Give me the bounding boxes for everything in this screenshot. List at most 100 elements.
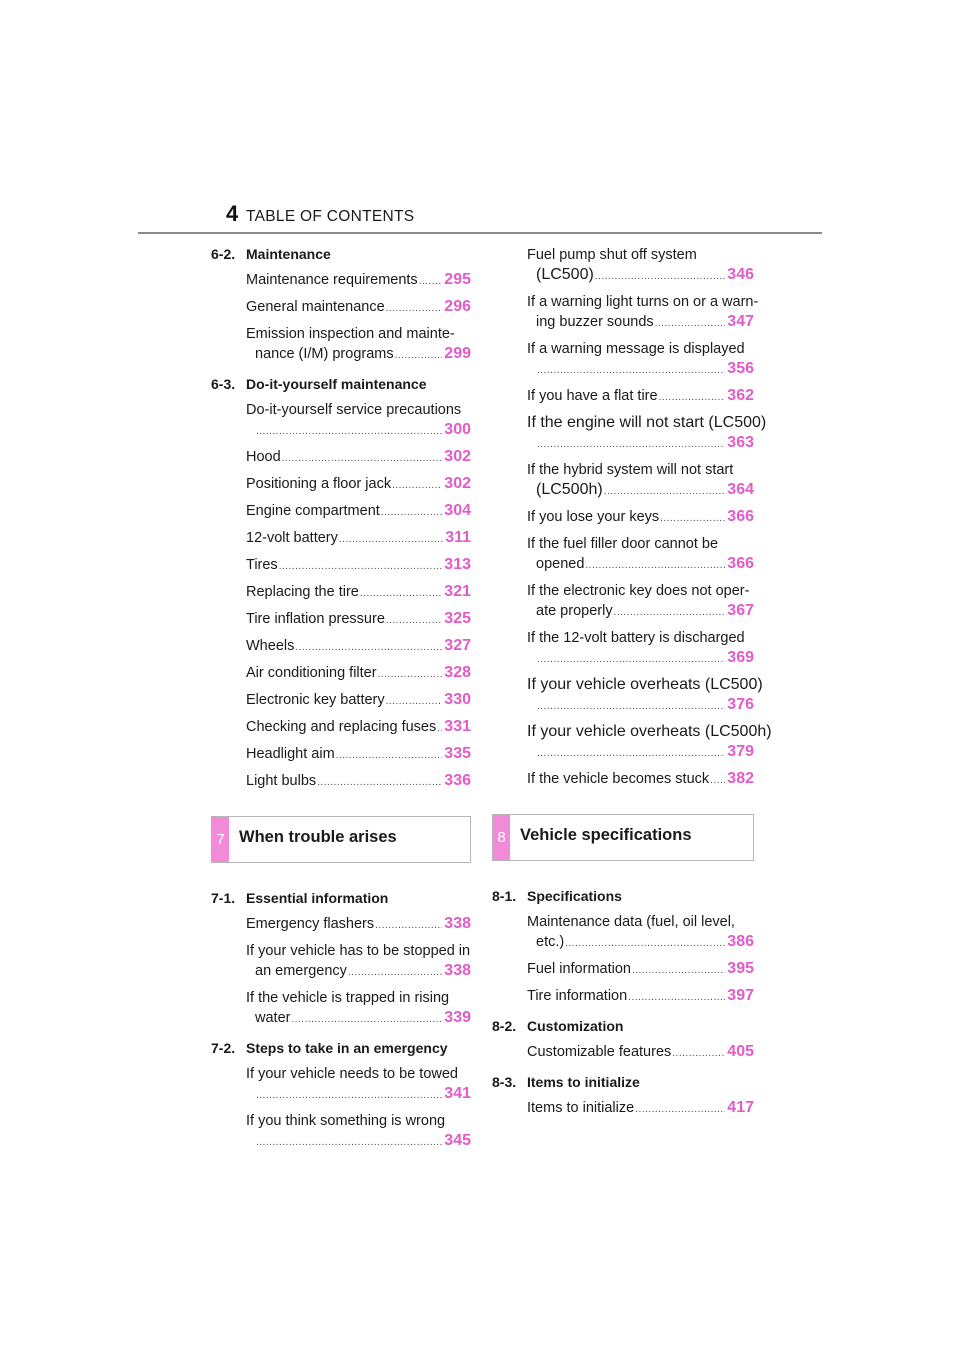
entry-page[interactable]: 367 (727, 602, 754, 619)
entry-title: If the electronic key does not oper- (527, 583, 750, 599)
entry-title: If you think something is wrong (246, 1113, 446, 1129)
toc-entry[interactable]: Checking and replacing fuses331 (246, 715, 471, 742)
entry-title: General maintenance (246, 299, 385, 315)
entry-page[interactable]: 417 (727, 1099, 754, 1116)
entry-page[interactable]: 397 (727, 987, 754, 1004)
entry-title-cont: nance (I/M) programs (255, 346, 394, 362)
toc-entry[interactable]: If a warning message is displayed 356 (527, 337, 754, 384)
entry-page[interactable]: 347 (727, 313, 754, 330)
toc-entry[interactable]: If you think something is wrong 345 (246, 1109, 471, 1156)
toc-entry[interactable]: If the engine will not start (LC500) 363 (527, 411, 766, 458)
toc-entry[interactable]: Maintenance requirements295 (246, 268, 471, 295)
section-heading: 8-2. Customization (492, 1015, 754, 1040)
toc-entry[interactable]: Electronic key battery 330 (246, 688, 471, 715)
entry-page[interactable]: 330 (444, 691, 471, 708)
toc-entry[interactable]: Air conditioning filter328 (246, 661, 471, 688)
toc-entry[interactable]: Maintenance data (fuel, oil level, etc.)… (527, 910, 754, 957)
toc-entry[interactable]: Wheels327 (246, 634, 471, 661)
entry-page[interactable]: 341 (444, 1085, 471, 1102)
toc-entry[interactable]: Light bulbs336 (246, 769, 471, 796)
toc-entry[interactable]: Emergency flashers 338 (246, 912, 471, 939)
entry-page[interactable]: 302 (444, 475, 471, 492)
entry-page[interactable]: 364 (727, 481, 754, 498)
toc-entry[interactable]: If the 12-volt battery is discharged 369 (527, 626, 754, 673)
toc-entry[interactable]: Fuel pump shut off system (LC500)346 (527, 243, 754, 290)
section-heading: 6-3. Do-it-yourself maintenance (211, 373, 471, 398)
toc-entry[interactable]: Items to initialize417 (527, 1096, 754, 1123)
toc-entry[interactable]: If you lose your keys366 (527, 505, 754, 532)
entry-page[interactable]: 366 (727, 555, 754, 572)
entry-page[interactable]: 336 (444, 772, 471, 789)
entry-page[interactable]: 331 (444, 718, 471, 735)
entry-page[interactable]: 299 (444, 345, 471, 362)
chapter-title: Vehicle specifications (520, 826, 692, 844)
toc-entry[interactable]: Hood302 (246, 445, 471, 472)
entry-page[interactable]: 304 (444, 502, 471, 519)
toc-entry[interactable]: Fuel information 395 (527, 957, 754, 984)
toc-entry[interactable]: If the hybrid system will not start (LC5… (527, 458, 754, 505)
entry-page[interactable]: 379 (727, 743, 754, 760)
chapter-header-7: 7 When trouble arises (211, 816, 471, 863)
toc-entry[interactable]: If your vehicle has to be stopped in an … (246, 939, 471, 986)
entry-page[interactable]: 327 (444, 637, 471, 654)
toc-entry[interactable]: If a warning light turns on or a warn- i… (527, 290, 758, 337)
entry-page[interactable]: 300 (444, 421, 471, 438)
toc-entry[interactable]: If the electronic key does not oper- ate… (527, 579, 754, 626)
toc-entry[interactable]: If your vehicle needs to be towed 341 (246, 1062, 471, 1109)
toc-entry[interactable]: If the vehicle becomes stuck382 (527, 767, 754, 794)
toc-left-column: 6-2. Maintenance Maintenance requirement… (211, 243, 471, 1156)
entry-page[interactable]: 296 (444, 298, 471, 315)
entry-page[interactable]: 321 (444, 583, 471, 600)
toc-entry[interactable]: If your vehicle overheats (LC500) 376 (527, 673, 763, 720)
entry-page[interactable]: 338 (444, 915, 471, 932)
entry-page[interactable]: 338 (444, 962, 471, 979)
entry-title: If the fuel filler door cannot be (527, 536, 719, 552)
toc-entry[interactable]: Tire inflation pressure325 (246, 607, 471, 634)
entry-title: Do-it-yourself service precautions (246, 402, 462, 418)
toc-entry[interactable]: Replacing the tire321 (246, 580, 471, 607)
entry-page[interactable]: 328 (444, 664, 471, 681)
entry-page[interactable]: 405 (727, 1043, 754, 1060)
toc-entry[interactable]: Tire information397 (527, 984, 754, 1011)
entry-page[interactable]: 335 (444, 745, 471, 762)
entry-page[interactable]: 325 (444, 610, 471, 627)
entry-title: Fuel information (527, 961, 631, 977)
toc-entry[interactable]: 12-volt battery311 (246, 526, 471, 553)
toc-entry[interactable]: Positioning a floor jack302 (246, 472, 471, 499)
toc-entry[interactable]: Tires313 (246, 553, 471, 580)
toc-entry[interactable]: Customizable features405 (527, 1040, 754, 1067)
toc-entry[interactable]: If your vehicle overheats (LC500h) 379 (527, 720, 772, 767)
entry-page[interactable]: 339 (444, 1009, 471, 1026)
entry-title-cont: ing buzzer sounds (536, 314, 654, 330)
entry-page[interactable]: 395 (727, 960, 754, 977)
section-heading: 7-1. Essential information (211, 887, 471, 912)
entry-page[interactable]: 376 (727, 696, 754, 713)
entry-page[interactable]: 345 (444, 1132, 471, 1149)
section-title: Specifications (527, 888, 622, 904)
entry-title: Electronic key battery (246, 692, 385, 708)
chapter-header-8: 8 Vehicle specifications (492, 814, 754, 861)
entry-page[interactable]: 295 (444, 271, 471, 288)
entry-title: If your vehicle overheats (LC500) (527, 676, 763, 693)
toc-entry[interactable]: If you have a flat tire362 (527, 384, 754, 411)
entry-page[interactable]: 313 (444, 556, 471, 573)
entry-title: Emergency flashers (246, 916, 375, 932)
entry-page[interactable]: 302 (444, 448, 471, 465)
entry-title: Maintenance data (fuel, oil level, (527, 914, 735, 930)
entry-page[interactable]: 362 (727, 387, 754, 404)
toc-entry[interactable]: Headlight aim335 (246, 742, 471, 769)
toc-entry[interactable]: Do-it-yourself service precautions 300 (246, 398, 471, 445)
toc-entry[interactable]: General maintenance 296 (246, 295, 471, 322)
toc-entry[interactable]: Engine compartment304 (246, 499, 471, 526)
toc-entry[interactable]: If the fuel filler door cannot be opened… (527, 532, 754, 579)
entry-page[interactable]: 386 (727, 933, 754, 950)
toc-entry[interactable]: If the vehicle is trapped in rising wate… (246, 986, 471, 1033)
entry-page[interactable]: 366 (727, 508, 754, 525)
entry-page[interactable]: 369 (727, 649, 754, 666)
entry-page[interactable]: 363 (727, 434, 754, 451)
toc-entry[interactable]: Emission inspection and mainte- nance (I… (246, 322, 471, 369)
entry-page[interactable]: 346 (727, 266, 754, 283)
entry-page[interactable]: 356 (727, 360, 754, 377)
entry-page[interactable]: 311 (445, 529, 471, 546)
entry-page[interactable]: 382 (727, 770, 754, 787)
